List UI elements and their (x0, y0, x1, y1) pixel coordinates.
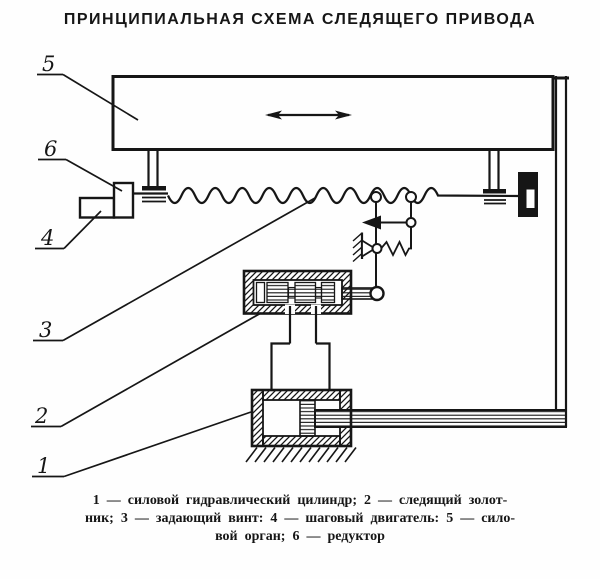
pedestal (270, 342, 331, 389)
callout-label-3: 3 (39, 318, 52, 342)
cylinder-right-wall-upper (339, 389, 352, 411)
servo-valve (242, 269, 385, 389)
callout-lead-screw: 3 (33, 197, 316, 342)
lead-screw (166, 186, 519, 205)
callout-label-1: 1 (37, 454, 50, 478)
spool-rod (341, 287, 373, 300)
callout-power-organ: 5 (37, 52, 139, 121)
cylinder-right-wall-lower (339, 426, 352, 447)
callout-servo-valve: 2 (31, 312, 262, 428)
port-pipes (288, 306, 318, 344)
nut-fork-pin-left (370, 191, 382, 203)
nut-fork-pin-right (405, 191, 417, 203)
leader-line-3 (62, 197, 316, 342)
left-foot (142, 186, 166, 191)
valve-ports-pedestal (270, 304, 331, 389)
cylinder-top-wall (262, 389, 341, 401)
callout-stepper-motor: 4 (35, 210, 102, 250)
leader-line-1 (63, 411, 252, 478)
support-hatching (352, 232, 363, 263)
power-organ-table (111, 75, 569, 205)
lever-wedge (362, 215, 381, 230)
callout-label-6: 6 (44, 137, 57, 161)
support-bracket (361, 238, 377, 259)
link-pivot (405, 217, 417, 228)
cylinder-left-wall (251, 389, 264, 447)
piston-rod (314, 409, 567, 428)
callout-label-5: 5 (42, 52, 55, 76)
callout-label-2: 2 (34, 404, 48, 428)
spring (380, 239, 412, 258)
table-right-leg (483, 150, 506, 205)
spool-land-2 (294, 281, 317, 304)
legend-line-1: 1 — силовой гидравлический цилиндр; 2 — … (92, 493, 508, 508)
hydraulic-cylinder (245, 388, 567, 463)
reducer (112, 181, 135, 219)
spool-land-1 (266, 281, 289, 304)
motion-arrow-icon (265, 110, 352, 120)
table-left-leg (142, 150, 166, 203)
figure-legend: 1 — силовой гидравлический цилиндр; 2 — … (0, 492, 600, 546)
leader-line-6 (65, 158, 123, 192)
left-guide-ways (142, 196, 166, 203)
nut-window (526, 189, 535, 208)
fixed-support (352, 232, 377, 263)
arrowhead-right (335, 110, 352, 120)
valve-spool (255, 281, 336, 304)
lever-fulcrum (371, 243, 383, 254)
piston (299, 399, 316, 437)
callout-hydraulic-cylinder: 1 (32, 411, 252, 478)
table-body (111, 75, 555, 151)
page-title: ПРИНЦИПИАЛЬНАЯ СХЕМА СЛЕДЯЩЕГО ПРИВОДА (63, 11, 537, 28)
spool-neck-2 (314, 286, 323, 299)
feedback-linkage (352, 191, 417, 288)
arrowhead-left (265, 110, 282, 120)
legend-line-2: ник; 3 — задающий винт: 4 — шаговый двиг… (84, 511, 515, 526)
screw-end-nut (518, 172, 538, 217)
leader-line-2 (60, 312, 262, 428)
leader-line-5 (62, 73, 139, 121)
leader-line-4 (63, 210, 102, 250)
screw-thread-wave (166, 186, 519, 205)
spool-rod-eye (369, 285, 385, 302)
callout-reducer: 6 (38, 137, 123, 192)
spool-land-3 (320, 281, 336, 304)
right-guide-ways (484, 199, 506, 205)
legend-line-3: вой орган; 6 — редуктор (215, 529, 385, 544)
ground-hatching (245, 447, 357, 463)
right-foot (483, 189, 506, 194)
callout-label-4: 4 (40, 226, 54, 250)
cylinder-bottom-wall (262, 435, 341, 447)
drive-column (554, 76, 568, 427)
spool-neck-1 (287, 286, 296, 299)
